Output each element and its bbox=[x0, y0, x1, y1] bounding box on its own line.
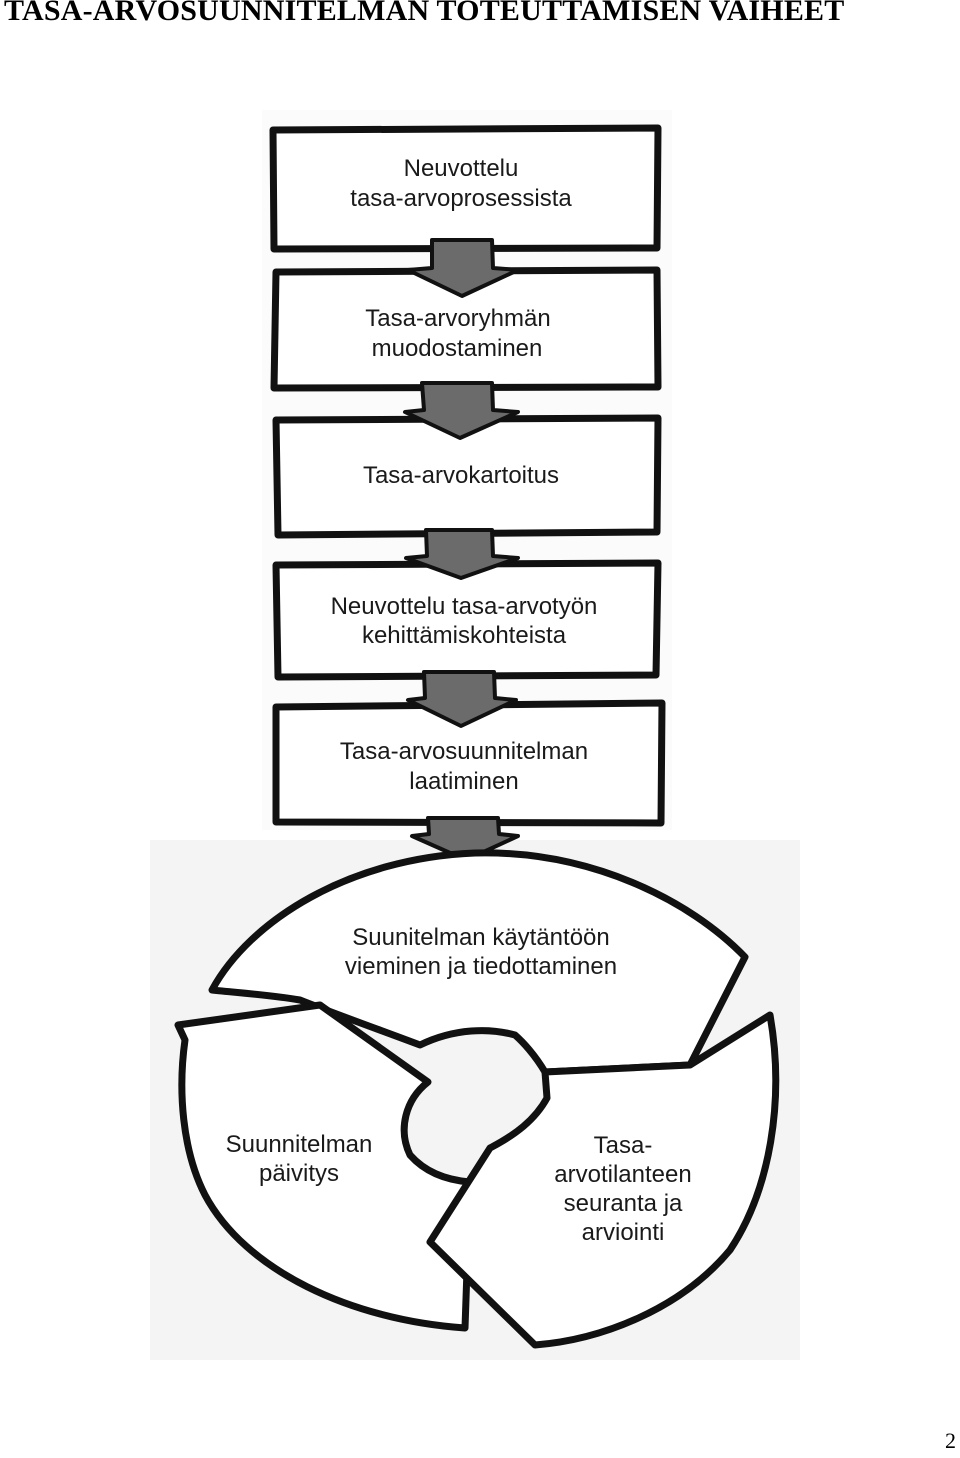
step-box-1: Neuvottelu tasa-arvoprosessista bbox=[269, 124, 662, 253]
cycle-right-line-1: Tasa- bbox=[594, 1132, 653, 1159]
cycle-arrow-right bbox=[426, 1011, 780, 1349]
cycle-arrow-left bbox=[174, 1001, 474, 1332]
cycle-right-line-2: arvotilanteen bbox=[554, 1161, 691, 1188]
step-1-line-2: tasa-arvoprosessista bbox=[350, 185, 572, 212]
step-2-line-1: Tasa-arvoryhmän bbox=[365, 305, 550, 332]
cycle-right-line-3: seuranta ja bbox=[564, 1190, 683, 1217]
down-arrow-icon bbox=[406, 670, 518, 728]
cycle-left-line-1: Suunnitelman bbox=[226, 1131, 373, 1158]
step-4-line-2: kehittämiskohteista bbox=[362, 622, 567, 649]
step-box-2: Tasa-arvoryhmän muodostaminen bbox=[270, 266, 662, 392]
step-1-line-1: Neuvottelu bbox=[404, 155, 519, 182]
step-box-5: Tasa-arvosuunnitelman laatiminen bbox=[272, 699, 666, 827]
step-2-line-2: muodostaminen bbox=[372, 335, 543, 362]
page-number: 2 bbox=[945, 1428, 956, 1453]
down-arrow-icon bbox=[404, 528, 520, 580]
down-arrow-icon bbox=[403, 381, 520, 440]
step-3-line-1: Tasa-arvokartoitus bbox=[363, 462, 559, 489]
cycle-right-line-4: arviointi bbox=[582, 1219, 665, 1246]
step-5-line-2: laatiminen bbox=[409, 768, 518, 795]
down-arrow-icon bbox=[410, 816, 520, 862]
down-arrow-icon bbox=[406, 238, 520, 298]
step-box-4: Neuvottelu tasa-arvotyön kehittämiskohte… bbox=[272, 559, 662, 681]
step-box-3: Tasa-arvokartoitus bbox=[272, 414, 662, 539]
step-4-line-1: Neuvottelu tasa-arvotyön bbox=[331, 593, 598, 620]
cycle-top-line-2: vieminen ja tiedottaminen bbox=[345, 953, 617, 980]
step-5-line-1: Tasa-arvosuunnitelman bbox=[340, 738, 588, 765]
cycle-left-line-2: päivitys bbox=[259, 1160, 339, 1187]
page-title: TASA-ARVOSUUNNITELMAN TOTEUTTAMISEN VAIH… bbox=[4, 0, 845, 27]
cycle-top-line-1: Suunitelman käytäntöön bbox=[352, 924, 610, 951]
